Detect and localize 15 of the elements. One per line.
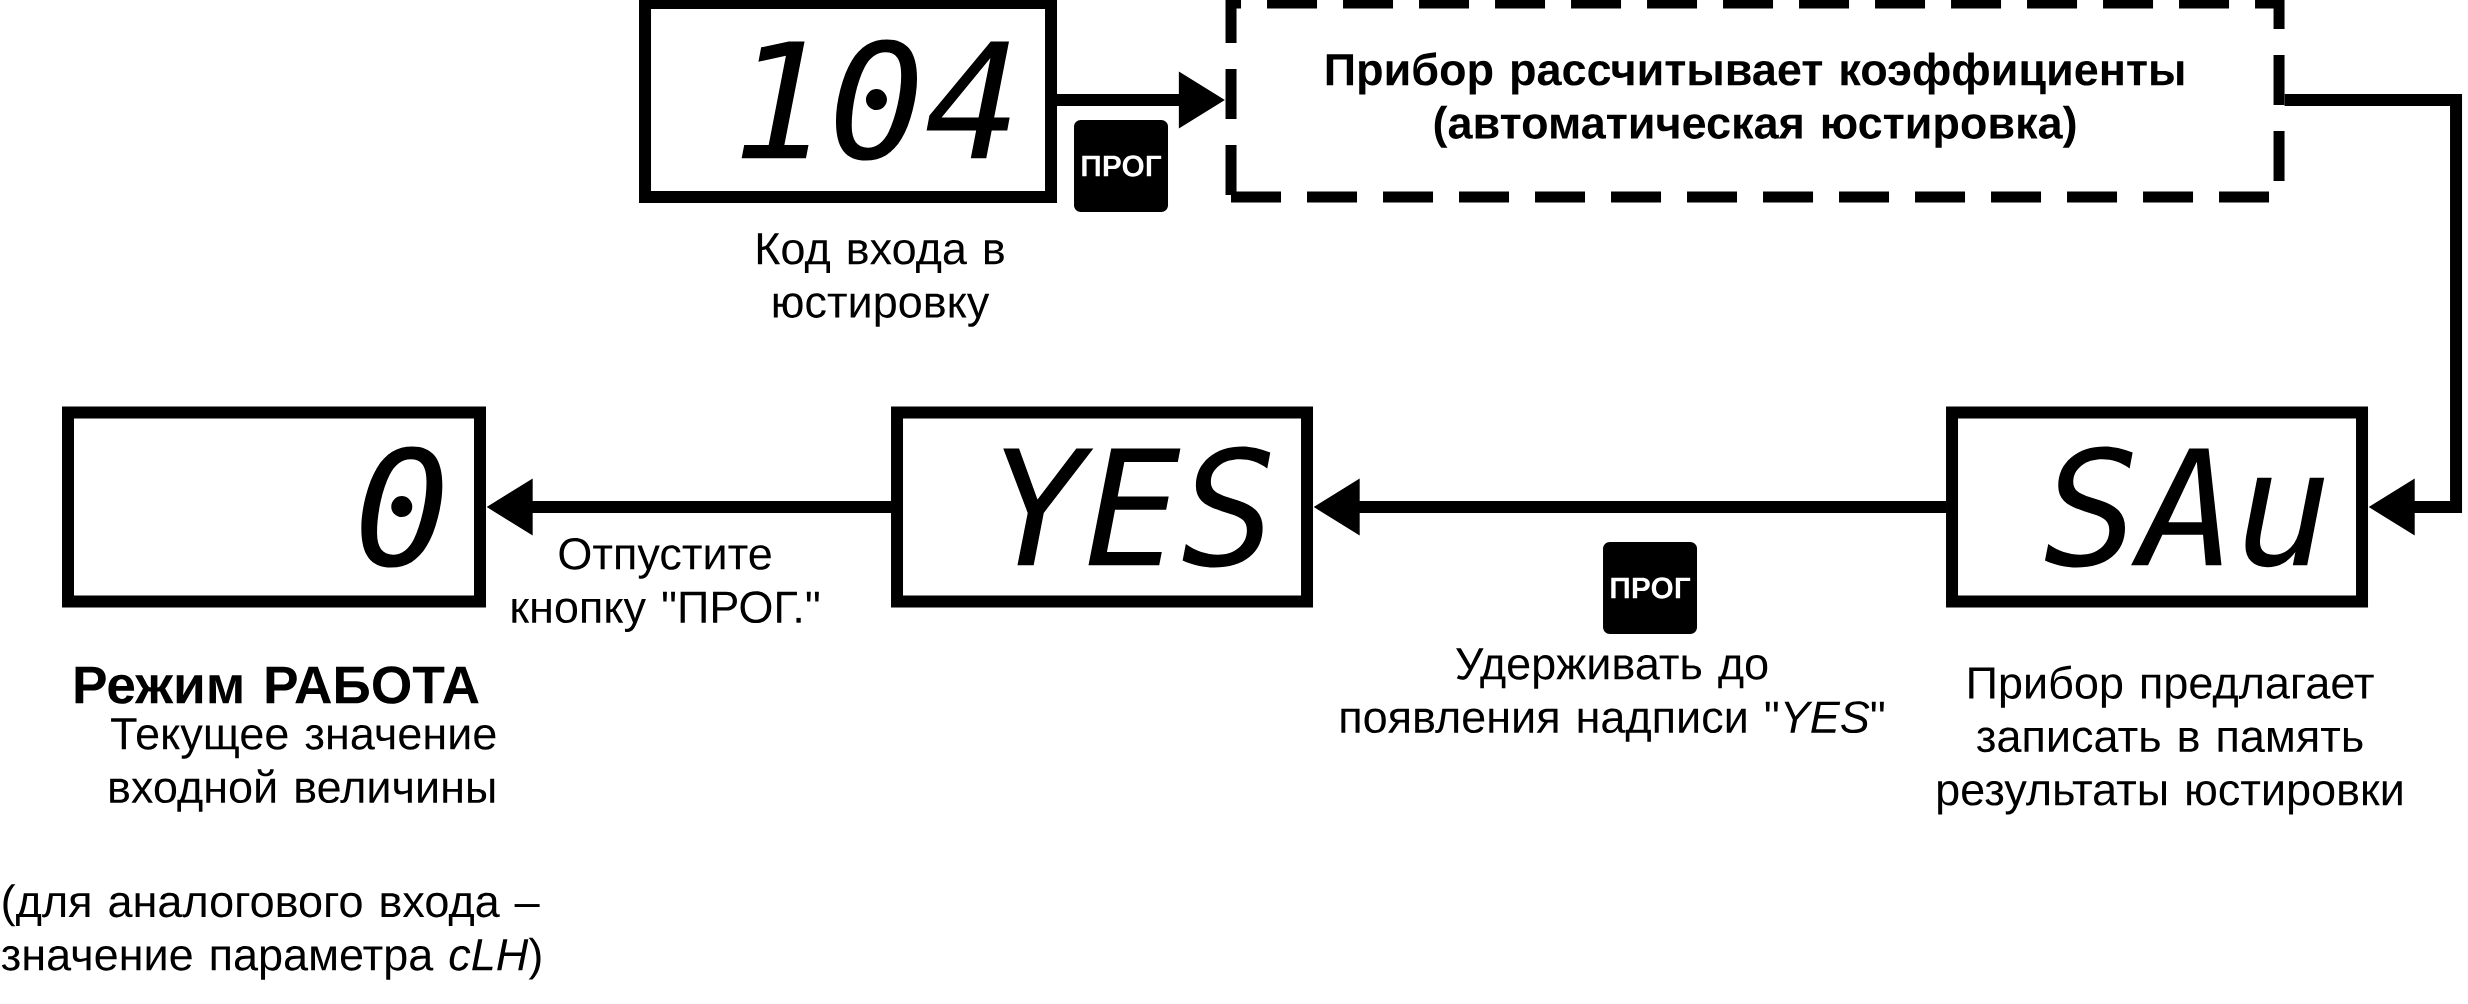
node-label: Режим РАБОТА [75,666,479,704]
node-label: (для аналогового входа – значение параметра cLH) [1,884,541,980]
display-panel: YES [891,406,1313,608]
node-label: Прибор предлагает записать в память результаты юстировки [1938,665,2402,815]
edge-label: Отпустите кнопку "ПРОГ." [512,537,819,633]
display-panel: 0 [62,406,486,608]
dashed-process-box: Прибор рассчитывает коэффициенты (автоматическая юстировка) [1225,0,2285,203]
node-label: Код входа в юстировку [757,233,1004,327]
instruction-text: Удерживать до появления надписи "YES" [1341,648,1884,742]
node-label: Текущее значение входной величины [110,718,496,812]
display-panel: SAu [1946,406,2369,608]
display-panel: 104 [639,0,1057,203]
arrow [2284,94,2463,536]
key-button: ПРОГ [1074,120,1168,212]
key-button: ПРОГ [1603,542,1697,634]
